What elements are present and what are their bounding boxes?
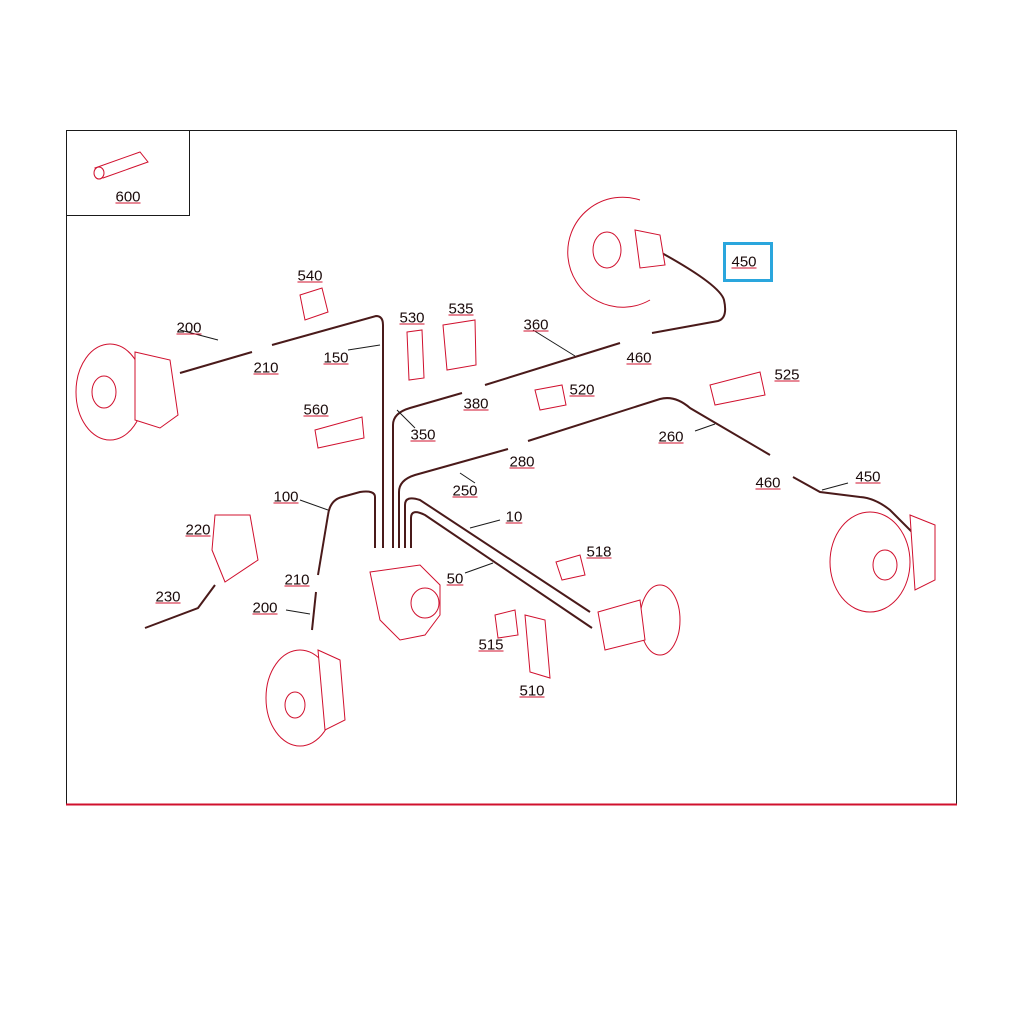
clip-518[interactable]	[555, 554, 586, 581]
abs-hydraulic-unit[interactable]	[369, 564, 441, 641]
part-label-350[interactable]: 350	[410, 426, 436, 444]
part-label-560[interactable]: 560	[303, 401, 329, 419]
part-label-515[interactable]: 515	[478, 636, 504, 654]
part-label-518[interactable]: 518	[586, 543, 612, 561]
brake-disc-rear-left[interactable]	[265, 649, 346, 747]
pipe-350	[392, 392, 463, 548]
part-label-50[interactable]: 50	[446, 570, 464, 588]
bracket-520[interactable]	[534, 384, 567, 411]
pipe-200-rear-left	[311, 591, 317, 631]
clip-560[interactable]	[314, 416, 365, 449]
brake-disc-rear-top[interactable]	[567, 196, 666, 308]
part-label-210[interactable]: 210	[253, 359, 279, 377]
pipe-10	[404, 497, 591, 613]
part-label-530[interactable]: 530	[399, 309, 425, 327]
pipe-200-front-left	[179, 351, 253, 374]
part-label-200-rear[interactable]: 200	[252, 599, 278, 617]
pipe-260	[527, 397, 771, 456]
holder-515[interactable]	[494, 609, 519, 639]
pipe-100	[317, 490, 376, 576]
part-label-250[interactable]: 250	[452, 482, 478, 500]
caliper-220[interactable]	[211, 514, 259, 583]
brake-booster-master-cylinder[interactable]	[597, 584, 681, 656]
part-label-220[interactable]: 220	[185, 521, 211, 539]
brake-pipes	[144, 251, 913, 631]
part-label-540[interactable]: 540	[297, 267, 323, 285]
part-label-380[interactable]: 380	[463, 395, 489, 413]
part-label-210-rear[interactable]: 210	[284, 571, 310, 589]
part-label-535[interactable]: 535	[448, 300, 474, 318]
inset-box	[66, 130, 190, 216]
pipe-450-top	[651, 251, 727, 334]
part-label-520[interactable]: 520	[569, 381, 595, 399]
clip-525[interactable]	[709, 371, 766, 406]
clip-540[interactable]	[299, 287, 329, 321]
part-label-600[interactable]: 600	[115, 188, 141, 206]
part-label-280[interactable]: 280	[509, 453, 535, 471]
pipe-450-right	[792, 476, 913, 533]
part-label-360[interactable]: 360	[523, 316, 549, 334]
clip-530[interactable]	[406, 329, 425, 381]
pipe-50	[410, 511, 593, 629]
part-label-525[interactable]: 525	[774, 366, 800, 384]
part-label-450-right[interactable]: 450	[855, 468, 881, 486]
part-label-230[interactable]: 230	[155, 588, 181, 606]
pipe-250	[398, 448, 509, 548]
highlight-box-450	[723, 242, 773, 282]
part-label-510[interactable]: 510	[519, 682, 545, 700]
pipe-150	[271, 314, 384, 548]
brake-disc-front-left[interactable]	[75, 343, 179, 441]
part-label-10[interactable]: 10	[505, 508, 523, 526]
part-label-460-right[interactable]: 460	[755, 474, 781, 492]
part-label-450-highlighted[interactable]: 450	[731, 253, 757, 271]
part-label-150[interactable]: 150	[323, 349, 349, 367]
pipe-360	[484, 342, 621, 386]
part-label-100[interactable]: 100	[273, 488, 299, 506]
part-label-200[interactable]: 200	[176, 319, 202, 337]
brake-disc-rear-right[interactable]	[829, 511, 936, 613]
clip-535[interactable]	[442, 319, 477, 371]
part-label-460[interactable]: 460	[626, 349, 652, 367]
sleeve-part-600[interactable]	[93, 151, 149, 180]
part-label-260[interactable]: 260	[658, 428, 684, 446]
pipe-230	[144, 584, 216, 629]
holder-510[interactable]	[524, 614, 551, 679]
